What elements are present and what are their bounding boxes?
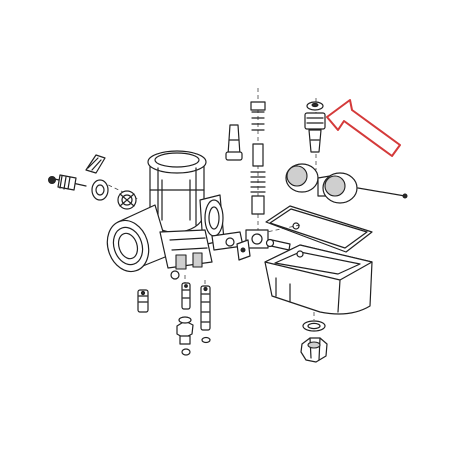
bowl-screw — [265, 238, 291, 251]
idle-screw — [48, 154, 106, 191]
slide-spring — [236, 101, 269, 261]
float-valve — [304, 101, 326, 153]
float-pin — [357, 187, 408, 199]
needle-jet — [181, 282, 191, 310]
highlight-arrow — [326, 99, 401, 157]
float-bowl-gasket — [265, 205, 373, 253]
carburetor-body — [106, 150, 244, 273]
idle-jet — [200, 285, 211, 344]
main-jet — [137, 270, 180, 313]
drain-plug — [300, 320, 328, 363]
throttle-stop — [91, 179, 137, 210]
slide-needle — [225, 124, 243, 161]
float-pair — [285, 163, 358, 204]
jet-holder — [176, 316, 194, 356]
float-bowl — [264, 244, 373, 315]
